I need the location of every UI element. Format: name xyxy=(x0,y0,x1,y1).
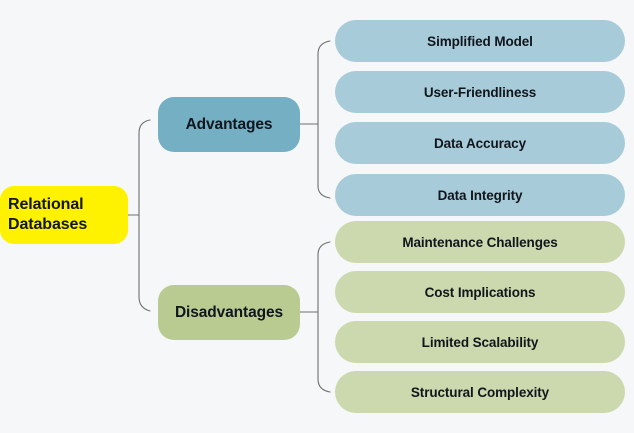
leaf-label: Structural Complexity xyxy=(410,384,550,400)
branch-label-disadvantages: Disadvantages xyxy=(174,303,284,321)
connector-disadvantages-to-leaf-4 xyxy=(317,378,331,393)
leaf-node-maintenance-challenges[interactable]: Maintenance Challenges xyxy=(335,221,625,263)
leaf-label: Data Accuracy xyxy=(433,135,526,151)
branch-label-advantages: Advantages xyxy=(185,115,273,133)
leaf-node-cost-implications[interactable]: Cost Implications xyxy=(335,271,625,313)
leaf-node-data-integrity[interactable]: Data Integrity xyxy=(335,174,625,216)
root-label-line2: Databases xyxy=(8,216,88,233)
branch-node-disadvantages[interactable]: Disadvantages xyxy=(158,285,300,340)
connector-disadvantages-to-leaf-1 xyxy=(317,241,331,256)
leaf-node-user-friendliness[interactable]: User-Friendliness xyxy=(335,71,625,113)
leaf-label: Maintenance Challenges xyxy=(402,234,558,250)
leaf-label: Limited Scalability xyxy=(421,334,539,350)
leaf-label: User-Friendliness xyxy=(423,84,537,100)
leaf-label: Cost Implications xyxy=(424,284,536,300)
connector-advantages-to-leaf-4 xyxy=(317,185,331,199)
root-node[interactable]: Relational Databases xyxy=(0,186,128,244)
leaf-label: Data Integrity xyxy=(437,187,523,203)
leaf-node-limited-scalability[interactable]: Limited Scalability xyxy=(335,321,625,363)
leaf-node-simplified-model[interactable]: Simplified Model xyxy=(335,20,625,62)
leaf-node-data-accuracy[interactable]: Data Accuracy xyxy=(335,122,625,164)
root-label-line1: Relational xyxy=(8,196,84,213)
connector-root-to-advantages xyxy=(138,119,151,134)
connector-root-to-disadvantages xyxy=(138,296,151,312)
branch-node-advantages[interactable]: Advantages xyxy=(158,97,300,152)
connector-advantages-to-leaf-1 xyxy=(317,40,331,55)
leaf-node-structural-complexity[interactable]: Structural Complexity xyxy=(335,371,625,413)
leaf-label: Simplified Model xyxy=(427,33,533,49)
